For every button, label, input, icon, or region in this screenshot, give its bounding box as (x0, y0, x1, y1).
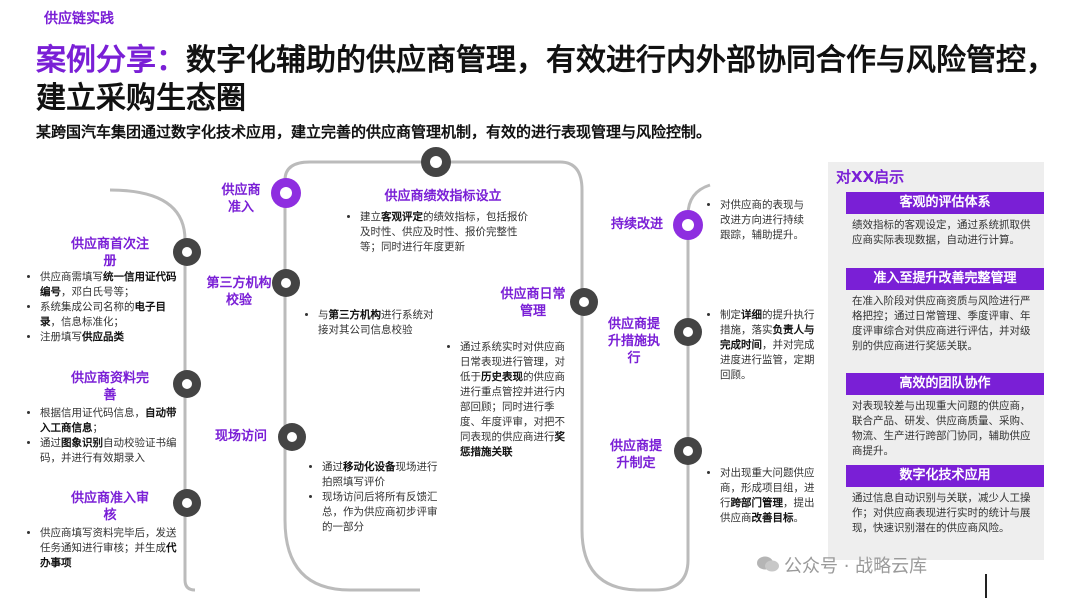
stage-desc-info-completion: 根据信用证代码信息，自动带入工商信息； 通过图象识别自动校验证书编码，并进行有效… (28, 406, 183, 466)
watermark-text: 公众号 · 战略云库 (784, 556, 928, 577)
node-supplier-registration (173, 238, 201, 266)
insight-head-full-management: 准入至提升改善完整管理 (846, 268, 1044, 290)
stage-desc-continuous-improvement: 对供应商的表现与改进方向进行持续跟踪，辅助提升。 (708, 198, 813, 243)
title-prefix: 案例分享： (36, 43, 186, 78)
node-supplier-info-completion (173, 370, 201, 398)
insight-head-digital-tech: 数字化技术应用 (846, 465, 1044, 487)
insight-head-teamwork: 高效的团队协作 (846, 373, 1044, 395)
section-tag: 供应链实践 (44, 11, 114, 27)
stage-desc-kpi-setup: 建立客观评定的绩效指标，包括报价及时性、供应及时性、报价完整性等；同时进行年度更… (348, 210, 538, 255)
insight-head-objective-evaluation: 客观的评估体系 (846, 192, 1044, 214)
stage-desc-admission-review: 供应商填写资料完毕后，发送任务通知进行审核；并生成代办事项 (28, 526, 178, 571)
stage-desc-site-visit: 通过移动化设备现场进行拍照填写评价 现场访问后将所有反馈汇总，作为供应商初步评审… (310, 460, 445, 535)
page-subtitle: 某跨国汽车集团通过数字化技术应用，建立完善的供应商管理机制，有效的进行表现管理与… (36, 123, 712, 141)
stage-label-kpi-setup: 供应商绩效指标设立 (384, 189, 502, 204)
stage-label-improvement-planning: 供应商提升制定 (609, 439, 662, 471)
insight-text-digital-tech: 通过信息自动识别与关联，减少人工操作；对供应商表现进行实时的统计与展现，快速识别… (852, 492, 1031, 534)
node-improvement-execution (674, 318, 702, 346)
stage-label-registration: 供应商首次注册 (70, 237, 149, 269)
node-third-party-check (272, 269, 300, 297)
stage-label-daily-management: 供应商日常管理 (500, 287, 566, 319)
stage-desc-daily-management: 通过系统实时对供应商日常表现进行管理，对低于历史表现的供应商进行重点管控并进行内… (448, 340, 573, 460)
insights-panel (828, 162, 1044, 560)
node-daily-management (570, 288, 598, 316)
wechat-icon (757, 556, 779, 572)
node-improvement-planning (674, 437, 702, 465)
stage-label-third-party: 第三方机构校验 (206, 276, 272, 308)
stage-desc-improvement-execution: 制定详细的提升执行措施，落实负责人与完成时间，并对完成进度进行监管，定期回顾。 (708, 308, 816, 383)
insights-panel-title: 对XX启示 (836, 168, 905, 186)
node-supplier-admission (271, 178, 301, 208)
stage-label-improvement-execution: 供应商提升措施执行 (607, 317, 660, 366)
insight-text-objective-evaluation: 绩效指标的客观设定，通过系统抓取供应商实际表现数据，自动进行计算。 (852, 219, 1031, 246)
node-kpi-setup (421, 147, 451, 177)
node-continuous-improvement (673, 210, 703, 240)
stage-label-info-completion: 供应商资料完善 (70, 371, 149, 403)
stage-desc-improvement-planning: 对出现重大问题供应商，形成项目组，进行跨部门管理，提出供应商改善目标。 (708, 466, 816, 526)
stage-label-site-visit: 现场访问 (214, 429, 267, 444)
insight-text-full-management: 在准入阶段对供应商资质与风险进行严格把控；通过日常管理、季度评审、年度评审综合对… (852, 295, 1031, 352)
stage-label-admission: 供应商准入 (221, 183, 261, 215)
stage-desc-third-party: 与第三方机构进行系统对接对其公司信息校验 (306, 308, 436, 338)
title-main: 数字化辅助的供应商管理，有效进行内外部协同合作与风险管控，建立采购生态圈 (36, 43, 1056, 116)
node-supplier-admission-review (173, 489, 201, 517)
stage-label-continuous-improvement: 持续改进 (610, 217, 663, 232)
page-title: 案例分享：数字化辅助的供应商管理，有效进行内外部协同合作与风险管控，建立采购生态… (36, 42, 1056, 118)
node-site-visit (278, 423, 306, 451)
stage-desc-registration: 供应商需填写统一信用证代码编号，邓白氏号等； 系统集成公司名称的电子目录，信息标… (28, 270, 178, 345)
stage-label-admission-review: 供应商准入审核 (70, 491, 149, 523)
text-cursor (985, 574, 987, 598)
insight-text-teamwork: 对表现较差与出现重大问题的供应商，联合产品、研发、供应商质量、采购、物流、生产进… (852, 400, 1031, 457)
